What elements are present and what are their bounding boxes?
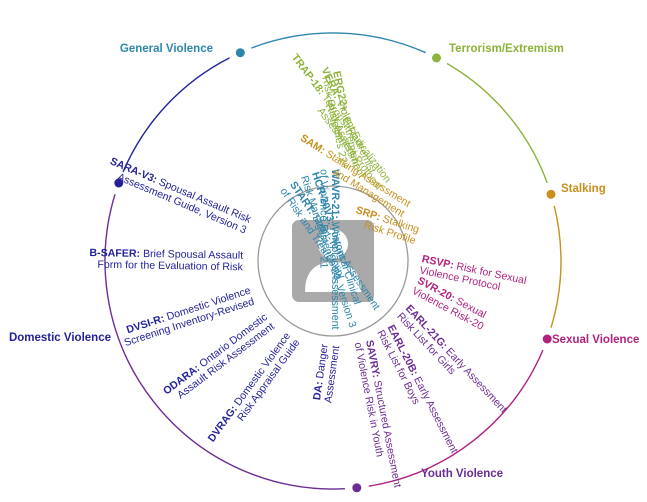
- tool-label: B-SAFER: Brief Spousal AssaultForm for t…: [89, 247, 244, 273]
- tool-line-1: SARA-V3: Spousal Assault Risk: [108, 155, 253, 226]
- outer-arc-terrorism: [446, 62, 548, 184]
- outer-arc-stalking: [550, 205, 562, 328]
- tool-label: SARA-V3: Spousal Assault RiskAssessment …: [104, 155, 254, 236]
- category-label-stalking: Stalking: [561, 183, 606, 195]
- tool-text: DA: DangerAssessment: [311, 343, 342, 404]
- tool-line-2: Form for the Evaluation of Risk: [97, 259, 243, 274]
- category-markers: General Violence Terrorism/ExtremismStalk…: [9, 43, 639, 493]
- tool-abbreviation: WAVR-21:: [329, 169, 341, 222]
- marker-sexual-icon: [542, 334, 552, 344]
- tool-abbreviation: SAM:: [298, 132, 330, 158]
- tool-label: DA: DangerAssessment: [311, 343, 342, 404]
- marker-general-icon: [235, 48, 245, 58]
- outer-ring: [104, 32, 562, 490]
- marker-domestic-icon: [114, 178, 124, 188]
- tool-text: WAVR-21: WorkplaceAssessmentof Violence …: [318, 169, 342, 329]
- inner-circle: [257, 185, 409, 337]
- category-label-domestic: Domestic Violence: [9, 332, 111, 344]
- tool-abbreviation: B-SAFER:: [89, 247, 143, 260]
- tool-abbreviation: DA:: [311, 378, 326, 401]
- tool-line-2: of Violence Risk – 21: [318, 169, 330, 268]
- marker-youth-icon: [352, 483, 362, 493]
- category-label-sexual: Sexual Violence: [552, 334, 639, 346]
- tool-line-1: WAVR-21: WorkplaceAssessment: [329, 169, 341, 329]
- category-label-terrorism: Terrorism/Extremism: [449, 43, 564, 55]
- outer-arc-domestic: [122, 57, 230, 173]
- tool-abbreviation: DVRAG:: [206, 401, 242, 444]
- outer-arc-youth: [104, 194, 345, 490]
- tool-label: WAVR-21: WorkplaceAssessmentof Violence …: [318, 169, 342, 329]
- category-label-youth: Youth Violence: [421, 468, 503, 480]
- tool-text: SARA-V3: Spousal Assault RiskAssessment …: [104, 155, 254, 236]
- tool-line-1: B-SAFER: Brief Spousal Assault: [89, 247, 243, 262]
- outer-arc-general: [251, 32, 426, 54]
- person-silhouette-icon: [292, 220, 374, 302]
- outer-arc-sexual: [368, 349, 544, 487]
- tool-text: B-SAFER: Brief Spousal AssaultForm for t…: [89, 247, 244, 273]
- marker-stalking-icon: [546, 189, 556, 199]
- category-label-general: General Violence: [120, 43, 213, 55]
- marker-terrorism-icon: [432, 53, 441, 63]
